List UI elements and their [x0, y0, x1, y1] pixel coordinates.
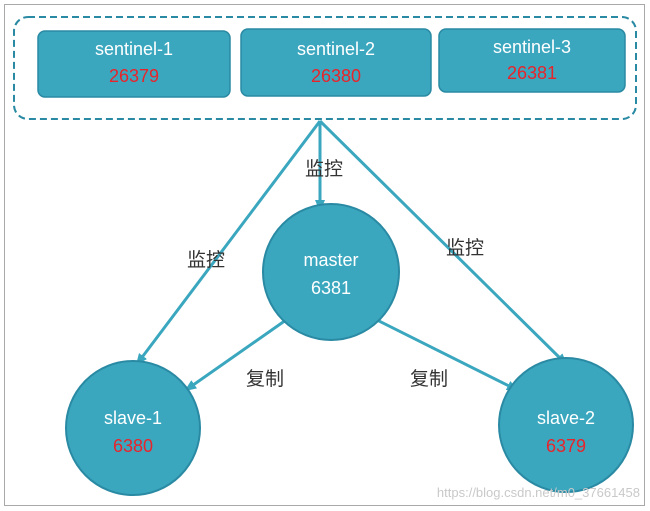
label-replicate-slave-1: 复制: [246, 368, 284, 390]
slave-1-port: 6380: [113, 436, 153, 456]
sentinel-3-name: sentinel-3: [493, 37, 571, 57]
monitor-arrow-slave-1: [135, 120, 322, 366]
replicate-arrow-slave-2: [376, 318, 519, 392]
monitor-arrow-slave-2: [318, 119, 568, 366]
sentinel-3-port: 26381: [507, 63, 557, 83]
slave-1-name: slave-1: [104, 408, 162, 428]
label-monitor-master: 监控: [305, 158, 343, 180]
sentinel-node-3[interactable]: sentinel-3 26381: [438, 28, 626, 93]
master-node[interactable]: master 6381: [262, 203, 400, 341]
slave-2-name: slave-2: [537, 408, 595, 428]
watermark-text: https://blog.csdn.net/m0_37661458: [437, 485, 640, 500]
label-monitor-slave-2: 监控: [446, 237, 484, 259]
replicate-arrow-slave-1: [184, 318, 287, 392]
master-port: 6381: [311, 278, 351, 298]
slave-2-port: 6379: [546, 436, 586, 456]
sentinel-2-name: sentinel-2: [297, 39, 375, 59]
sentinel-1-name: sentinel-1: [95, 39, 173, 59]
sentinel-1-port: 26379: [109, 66, 159, 86]
sentinel-2-port: 26380: [311, 66, 361, 86]
sentinel-node-1[interactable]: sentinel-1 26379: [37, 30, 231, 98]
label-replicate-slave-2: 复制: [410, 368, 448, 390]
slave-node-1[interactable]: slave-1 6380: [65, 360, 201, 496]
slave-node-2[interactable]: slave-2 6379: [498, 357, 634, 493]
master-name: master: [303, 250, 358, 270]
sentinel-node-2[interactable]: sentinel-2 26380: [240, 28, 432, 97]
label-monitor-slave-1: 监控: [187, 249, 225, 271]
